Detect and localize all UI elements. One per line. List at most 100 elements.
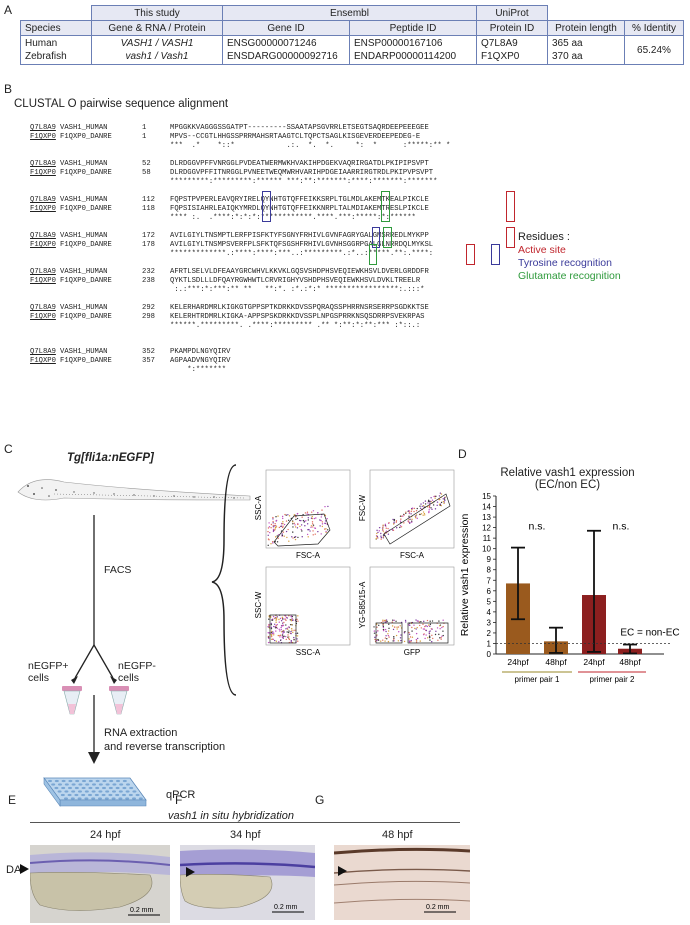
- facs-y-axis-label: YG-585/15-A: [358, 581, 367, 628]
- da-arrow-icon: [338, 866, 347, 876]
- plate-well: [111, 797, 116, 800]
- uniprot-id-link: F1QXP0: [30, 313, 56, 321]
- uniprot-id-link: F1QXP0: [30, 277, 56, 285]
- sequence-name: VASH1_HUMAN: [60, 196, 108, 204]
- reference-line-label: EC = non-EC: [620, 627, 679, 638]
- y-tick-label: 15: [482, 492, 491, 501]
- plate-well: [138, 797, 143, 800]
- chart-title-text: Relative vash1 expression: [500, 467, 635, 479]
- facs-x-axis-label: FSC-A: [296, 551, 321, 560]
- y-tick-label: 8: [487, 566, 492, 575]
- residue-number: 118: [142, 205, 155, 213]
- plate-well: [78, 790, 82, 793]
- plate-well: [98, 790, 103, 793]
- ish-line: [30, 822, 460, 823]
- residue-legend: Residues : Active site Tyrosine recognit…: [518, 231, 621, 283]
- tube-icon: [109, 686, 129, 715]
- plate-well: [61, 779, 66, 783]
- plate-well: [81, 793, 86, 797]
- sequence-human: DLRDGGVPFFVNRGGLPVDEATWERMWKHVAKIHPDGEKV…: [170, 160, 429, 168]
- uniprot-id-link: Q7L8A9: [30, 124, 56, 132]
- sequence-human: AFRTLSELVLDFEAAYGRCWHVLKKVKLGQSVSHDPHSVE…: [170, 268, 429, 276]
- consensus-line: *:*******: [170, 366, 227, 374]
- egfp-pos-label: nEGFP+ cells: [28, 660, 69, 684]
- sequence-name: F1QXP0_DANRE: [60, 241, 112, 249]
- chart-subtitle: (EC/non EC): [534, 479, 601, 491]
- plate-well: [115, 786, 120, 790]
- sequence-zebrafish: FQPSISIAHRLEAIQKYMRDLQYNHTGTQFFEIKKNRPLT…: [170, 205, 429, 213]
- da-label: DA: [6, 864, 22, 876]
- legend-title: Residues :: [518, 231, 570, 243]
- uniprot-id-link: Q7L8A9: [30, 160, 56, 168]
- plate-well: [68, 779, 73, 783]
- plate-well: [122, 793, 126, 797]
- residue-number: 58: [142, 169, 151, 177]
- y-tick-label: 3: [487, 618, 492, 627]
- residue-number: 112: [142, 196, 155, 204]
- y-tick-label: 1: [487, 639, 492, 648]
- zebrafish-embryo-image: [17, 479, 251, 501]
- plate-well: [119, 783, 124, 786]
- residue-number: 1: [142, 124, 147, 132]
- residue-number: 238: [142, 277, 155, 285]
- plate-well: [71, 783, 76, 786]
- panel-label-e: E: [8, 793, 17, 807]
- plate-well: [105, 783, 110, 786]
- plate-well: [91, 790, 96, 793]
- group-this-study: This study: [91, 5, 223, 21]
- plate-well: [84, 797, 89, 800]
- group-label: primer pair 2: [590, 675, 635, 684]
- y-tick-label: 4: [487, 608, 492, 617]
- uniprot-id-link: F1QXP0: [30, 357, 56, 365]
- plate-well: [115, 793, 120, 797]
- legend-active-site: Active site: [518, 244, 566, 256]
- sequence-name: VASH1_HUMAN: [60, 124, 108, 132]
- plate-well: [84, 790, 89, 793]
- plate-well: [60, 793, 65, 797]
- active-site-box: [506, 191, 515, 222]
- sequence-zebrafish: AGPAADVNGYQIRV: [170, 357, 231, 365]
- plate-well: [74, 786, 79, 790]
- ish-time-48: 48 hpf: [382, 829, 413, 841]
- plate-well: [108, 786, 113, 790]
- plate-well: [95, 779, 100, 783]
- uniprot-id-link: F1QXP0: [30, 241, 56, 249]
- sequence-name: F1QXP0_DANRE: [60, 169, 112, 177]
- plate-well: [92, 783, 96, 786]
- group-ensembl: Ensembl: [222, 5, 477, 21]
- identity-cell: 65.24%: [624, 35, 684, 65]
- glutamate-box: [381, 191, 390, 222]
- sequence-name: F1QXP0_DANRE: [60, 357, 112, 365]
- y-tick-label: 10: [482, 545, 491, 554]
- plate-well: [105, 790, 110, 793]
- plate-well: [71, 790, 76, 793]
- plate-well: [135, 793, 140, 797]
- residue-number: 298: [142, 313, 155, 321]
- plate-well: [64, 790, 69, 793]
- residue-number: 1: [142, 133, 147, 141]
- sequence-zebrafish: MPVS--CCGTLHHGSSPRRMAHSRTAAGTCLTQPCTSAGL…: [170, 133, 421, 141]
- y-tick-label: 12: [482, 524, 491, 533]
- uniprot-id-link: Q7L8A9: [30, 268, 56, 276]
- col-length: Protein length: [547, 20, 625, 36]
- plate-well: [67, 793, 72, 797]
- sequence-name: VASH1_HUMAN: [60, 268, 108, 276]
- sequence-zebrafish: KELERHTRDMRLKIGKA-APPSPSKDRKKDVSSPLNPGSP…: [170, 313, 425, 321]
- plate-well: [102, 786, 106, 790]
- group-label: primer pair 1: [515, 675, 560, 684]
- residue-number: 357: [142, 357, 155, 365]
- plate-well: [85, 783, 90, 786]
- glutamate-box: [383, 227, 392, 248]
- plate-well: [88, 793, 92, 797]
- x-tick-label: 48hpf: [619, 657, 641, 667]
- legend-tyrosine: Tyrosine recognition: [518, 257, 612, 269]
- y-tick-label: 6: [487, 587, 492, 596]
- plate-well: [61, 786, 66, 790]
- plate-well: [75, 779, 80, 783]
- significance-label: n.s.: [613, 521, 630, 533]
